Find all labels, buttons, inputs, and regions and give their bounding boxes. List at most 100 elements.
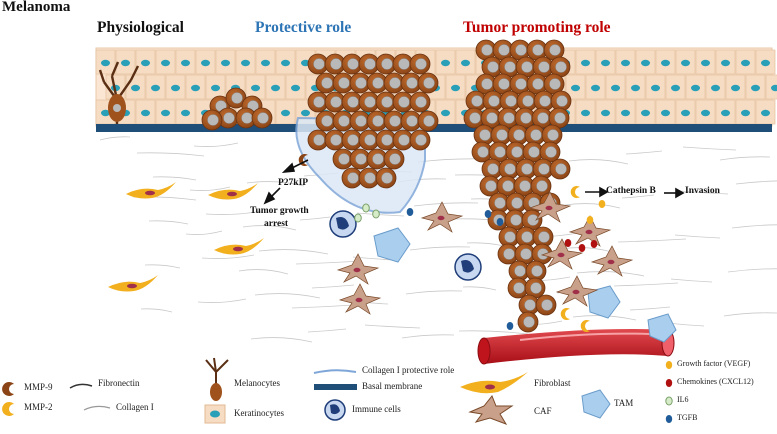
- keratinocyte-nucleus: [161, 59, 170, 67]
- collagen-fiber: [731, 224, 777, 229]
- mmp-icon: [570, 186, 580, 198]
- collagen-fiber: [197, 298, 247, 303]
- melanoma-nucleus: [556, 95, 568, 107]
- collagen-fiber: [576, 271, 645, 277]
- fibroblast: [208, 183, 258, 200]
- melanoma-nucleus: [338, 153, 350, 165]
- collagen-fiber: [735, 180, 777, 185]
- caf-nucleus: [572, 289, 580, 295]
- melanoma-nucleus: [532, 44, 544, 56]
- caf-nucleus: [353, 267, 361, 273]
- blood-vessel: [477, 329, 675, 365]
- melanoma-nucleus: [381, 134, 393, 146]
- melanoma-nucleus: [355, 153, 367, 165]
- melanoma-nucleus: [503, 248, 515, 260]
- melanoma-nucleus: [398, 134, 410, 146]
- header-physiological: Physiological: [97, 19, 184, 36]
- collagen-fiber: [185, 230, 223, 235]
- legend-cxcl12-icon: [665, 379, 673, 387]
- invasion-label: Invasion: [685, 186, 720, 196]
- melanoma-nucleus: [479, 129, 491, 141]
- melanoma-nucleus: [513, 129, 525, 141]
- caf-nucleus: [585, 229, 593, 235]
- melanoma-nucleus: [372, 77, 384, 89]
- legend-immune-label: Immune cells: [352, 404, 401, 414]
- melanoma-nucleus: [389, 153, 401, 165]
- legend-fibronectin-icon: [69, 383, 93, 389]
- melanoma-nucleus: [389, 77, 401, 89]
- annotation-arrows: [263, 159, 685, 205]
- legend-mmp9-icon: [2, 382, 14, 397]
- melanoma-nucleus: [487, 163, 499, 175]
- keratinocyte-nucleus: [441, 59, 450, 67]
- melanoma-nucleus: [381, 58, 393, 70]
- melanoma-nucleus: [347, 96, 359, 108]
- legend-keratinocytes-label: Keratinocytes: [234, 408, 284, 418]
- factor-dot: [484, 210, 492, 218]
- soluble-factors: [298, 154, 606, 332]
- melanoma-nucleus: [522, 95, 534, 107]
- melanoma-nucleus: [523, 316, 535, 328]
- collagen-fiber: [193, 142, 239, 147]
- melanoma-nucleus: [338, 77, 350, 89]
- melanoma-nucleus: [406, 77, 418, 89]
- collagen-fiber: [295, 260, 363, 265]
- collagen-fiber: [727, 268, 777, 273]
- fibroblast: [214, 238, 264, 255]
- legend-immune-icon: [324, 399, 346, 421]
- caf-nucleus: [607, 259, 615, 265]
- collagen-fiber: [409, 246, 471, 251]
- melanoma-nucleus: [381, 172, 393, 184]
- melanoma-nucleus: [321, 115, 333, 127]
- keratinocyte-nucleus: [721, 59, 730, 67]
- legend-collagen-label: Collagen I: [116, 402, 154, 412]
- keratinocyte-nucleus: [751, 84, 760, 92]
- keratinocyte-nucleus: [181, 109, 190, 117]
- keratinocyte-nucleus: [661, 59, 670, 67]
- collagen-fiber: [462, 286, 497, 291]
- melanoma-nucleus: [372, 153, 384, 165]
- keratinocyte-nucleus: [121, 59, 130, 67]
- melanoma-nucleus: [488, 95, 500, 107]
- fibroblast: [108, 275, 158, 292]
- legend-melanocyte-icon: [205, 357, 229, 401]
- legend-caf-label: CAF: [534, 406, 552, 416]
- collagen-fiber: [401, 334, 455, 339]
- legend-tam-icon: [581, 389, 611, 419]
- melanoma-nucleus: [530, 282, 542, 294]
- keratinocyte-nucleus: [681, 109, 690, 117]
- keratinocyte-nucleus: [741, 59, 750, 67]
- keratinocyte-nucleus: [281, 59, 290, 67]
- protective-tumor-cells: [307, 53, 439, 189]
- legend-mmp2-label: MMP-2: [24, 402, 53, 412]
- melanoma-nucleus: [471, 95, 483, 107]
- melanoma-nucleus: [519, 180, 531, 192]
- keratinocyte-nucleus: [101, 59, 110, 67]
- legend-il6-icon: [665, 396, 673, 406]
- caf-nucleus: [437, 215, 445, 221]
- fibroblast: [126, 182, 176, 199]
- melanoma-nucleus: [538, 61, 550, 73]
- keratinocyte-nucleus: [151, 84, 160, 92]
- melanoma-nucleus: [521, 231, 533, 243]
- melanoma-nucleus: [514, 265, 526, 277]
- legend-vegf-label: Growth factor (VEGF): [677, 359, 751, 368]
- collagen-fiber: [625, 150, 663, 155]
- legend-fibroblast-icon: [460, 372, 528, 394]
- melanoma-nucleus: [520, 248, 532, 260]
- collagen-fiber: [413, 202, 479, 207]
- fibroblast-nucleus: [127, 283, 137, 289]
- mmp-icon: [580, 320, 590, 332]
- keratinocyte-nucleus: [241, 59, 250, 67]
- keratinocyte-nucleus: [141, 109, 150, 117]
- melanoma-nucleus: [364, 134, 376, 146]
- keratinocyte-nucleus: [681, 59, 690, 67]
- melanoma-nucleus: [485, 180, 497, 192]
- keratinocyte-nucleus: [271, 84, 280, 92]
- melanoma-nucleus: [503, 112, 515, 124]
- collagen-fiber: [242, 225, 297, 231]
- collagen-fiber: [682, 146, 737, 151]
- melanoma-nucleus: [511, 146, 523, 158]
- collagen-fiber: [617, 238, 687, 243]
- collagen-fiber: [723, 312, 777, 317]
